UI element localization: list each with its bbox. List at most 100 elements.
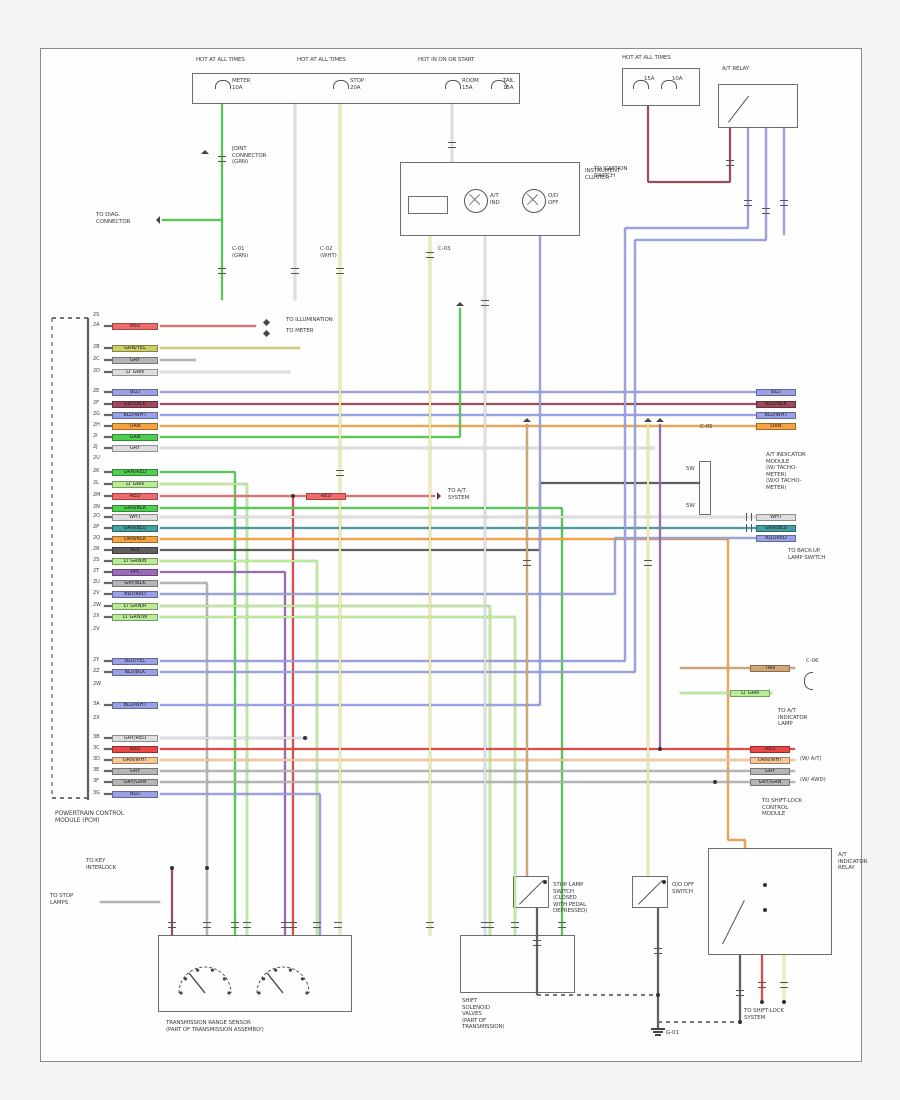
connector-tick [533,940,541,942]
connector-tick [762,208,770,210]
connector-tick [726,160,734,162]
diagram-frame [40,48,862,1062]
connector-tick [644,560,652,562]
diagram-label: (W/ A/T) [800,756,822,762]
fuse-symbol [491,80,507,89]
connector-pin-label: 2L [93,480,99,486]
diagram-label: A/T RELAY [722,66,750,72]
connector-tick [448,142,456,144]
pin-stub [104,347,112,349]
wire-color-chip: BLU [112,790,158,798]
diagram-label: 2W [93,681,101,687]
connector-arrow [644,414,652,422]
pin-stub [104,605,112,607]
connector-tick [654,948,662,950]
wire-color-chip: ORN [112,422,158,430]
junction-dot [205,866,209,870]
wire-color-chip: BLU/RED [756,534,796,542]
wire-segment [170,868,174,935]
wire-segment [428,236,432,935]
wire-segment [160,402,795,406]
wire-color-chip: GRN/RED [112,468,158,476]
connector-arrow [437,492,445,500]
wire-segment [162,218,222,222]
wire-segment [160,494,435,498]
connector-tick [736,990,744,992]
pin-stub [104,483,112,485]
wire-segment [782,128,786,235]
pin-stub [104,770,112,772]
pin-stub [104,471,112,473]
wire-color-chip: GRY [112,356,158,364]
wire-segment [160,758,795,762]
wire-segment [513,617,517,935]
diagram-label: STOP 20A [350,78,365,91]
wire-segment [220,104,224,300]
fuse-strip [192,73,520,104]
pin-stub [104,425,112,427]
wire-segment [680,691,772,695]
wire-color-chip: GRY [112,767,158,775]
connector-arrow [456,298,464,306]
pin-stub [104,507,112,509]
connector-tick [481,922,489,924]
wire-color-chip: LT GRN [112,480,158,488]
pin-stub [104,391,112,393]
connector-tick [758,987,766,989]
wire-segment [160,435,460,439]
wire-segment [160,370,290,374]
wire-segment [646,424,650,876]
wire-segment [525,424,529,876]
diagram-label: SHIFT SOLENOID VALVES (PART OF TRANSMISS… [462,998,505,1031]
wire-color-chip: ORN/WHT [112,756,158,764]
pin-stub [104,571,112,573]
wire-segment [160,780,795,784]
wire-color-chip: ORN/BLK [112,535,158,543]
diagram-label: A/T IND [490,193,500,206]
diagram-label: C-06 [806,658,819,664]
connector-tick [481,300,489,302]
wire-segment [615,536,795,540]
connector-tick [726,165,734,167]
wire-color-chip: GRN/BLU [112,524,158,532]
diagram-label: O/D OFF [548,193,559,206]
connector-tick [203,927,211,929]
connector-tick [336,470,344,472]
connector-tick [281,927,289,929]
connector-pin-label: 2N [93,504,100,510]
connector-pin-label: 2M [93,492,101,498]
diagram-label: C-05 [700,424,713,430]
wire-segment [318,794,322,935]
wire-color-chip: WHT [756,513,796,521]
connector-tick [243,922,251,924]
connector-tick [654,953,662,955]
connector-pin-label: 2V [93,590,100,596]
junction-dot [738,1020,742,1024]
wire-segment [160,736,308,740]
connector-tick [218,273,226,275]
diagram-label: 5W [686,466,695,472]
pin-stub [104,704,112,706]
connector-tick [426,922,434,924]
wire-segment [86,318,90,800]
connector-tick [313,922,321,924]
wire-segment [625,226,748,230]
connector-tick [168,922,176,924]
wire-segment [52,316,88,320]
connector-pin-label: 2B [93,344,100,350]
wire-color-chip: ORN [756,422,796,430]
wire-color-chip: RED [112,322,158,330]
wire-segment [728,838,745,842]
wire-segment [656,908,660,1028]
connector-pin-label: 3G [93,790,100,796]
wire-segment [450,104,454,162]
wire-segment [160,470,235,474]
wire-color-chip: BLU/RED [112,590,158,598]
wire-segment [52,796,88,800]
wire-color-chip: BLK [112,546,158,554]
wire-segment [537,993,658,997]
pin-stub [104,325,112,327]
wire-color-chip: LT GRN/W [112,613,158,621]
junction-dot [170,866,174,870]
